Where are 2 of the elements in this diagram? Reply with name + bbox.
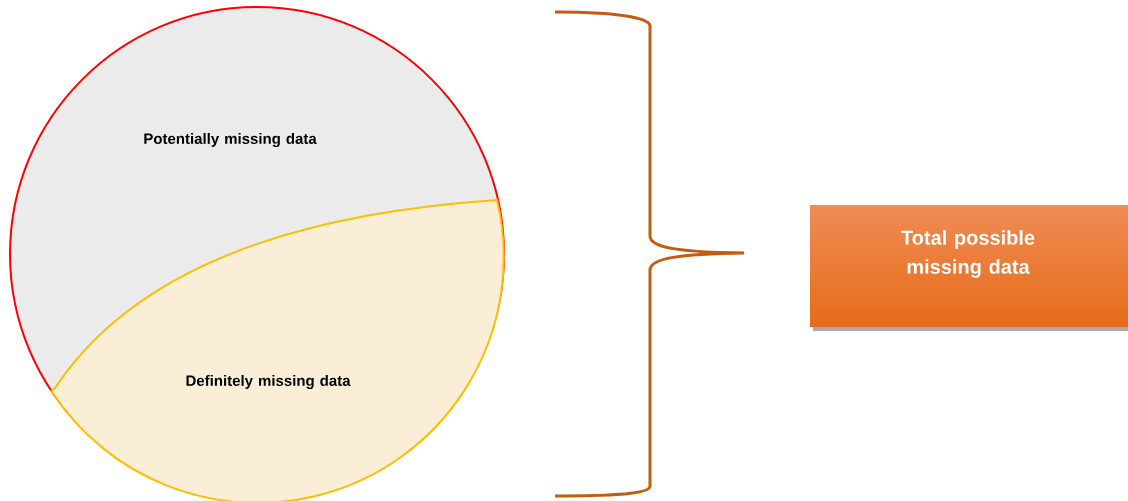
definite-region: Definitely missing data — [50, 199, 505, 501]
result-box: Total possible missing data — [810, 205, 1128, 331]
